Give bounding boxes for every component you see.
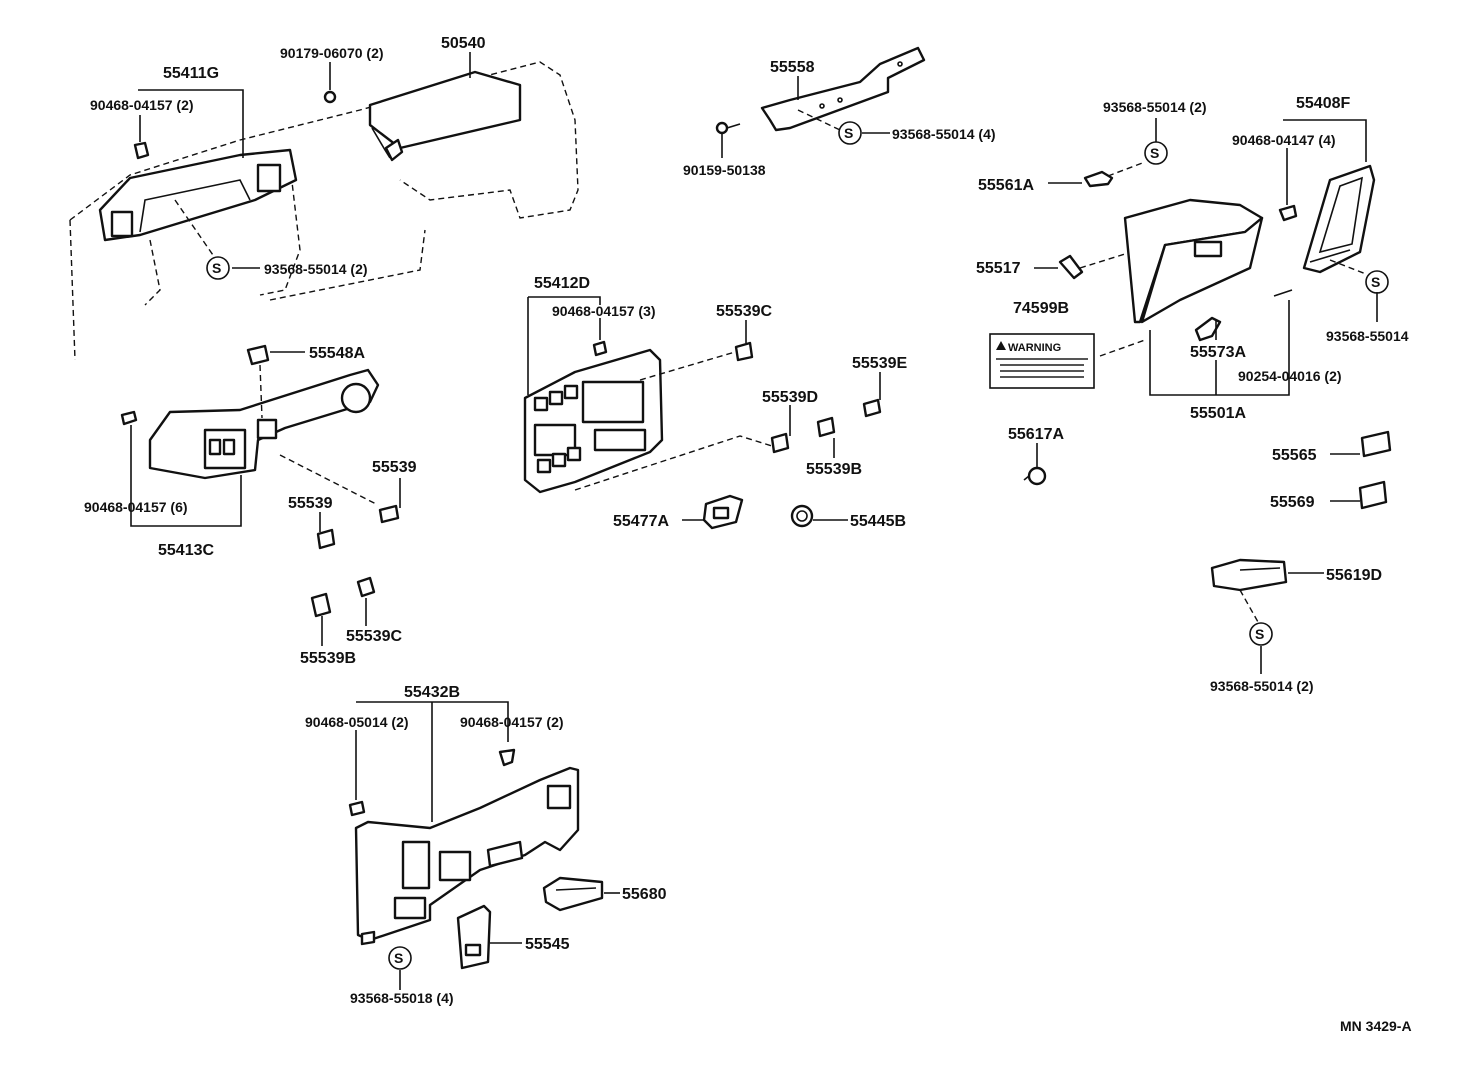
label-55477A: 55477A bbox=[613, 513, 669, 530]
cluster-finish-panel bbox=[98, 148, 298, 242]
label-93568-55014-2c: 93568-55014 (2) bbox=[1210, 678, 1314, 694]
label-90159-50138: 90159-50138 bbox=[683, 162, 766, 178]
lock-striker-icon bbox=[1058, 254, 1084, 280]
label-55539B-mid: 55539B bbox=[806, 461, 862, 478]
clip-icon bbox=[360, 930, 376, 946]
instrument-panel-outline bbox=[69, 61, 579, 361]
label-55539b: 55539 bbox=[288, 495, 333, 512]
warning-label-sticker: WARNING bbox=[989, 333, 1095, 389]
svg-text:S: S bbox=[1150, 145, 1159, 161]
label-55408F: 55408F bbox=[1296, 95, 1350, 112]
label-55432B: 55432B bbox=[404, 684, 460, 701]
label-74599B: 74599B bbox=[1013, 300, 1069, 317]
label-55517: 55517 bbox=[976, 260, 1021, 277]
label-55412D: 55412D bbox=[534, 275, 590, 292]
glove-box-lock-assembly bbox=[1302, 164, 1376, 274]
label-93568-55014: 93568-55014 bbox=[1326, 328, 1409, 344]
clip-icon bbox=[592, 340, 608, 357]
label-55539E: 55539E bbox=[852, 355, 907, 372]
screw-icon: S bbox=[1365, 270, 1389, 294]
pin-icon bbox=[1273, 289, 1293, 297]
switch-cap-icon bbox=[378, 504, 400, 524]
clip-icon bbox=[120, 410, 138, 426]
switch-cap-icon bbox=[770, 432, 790, 454]
label-93568-55014-4: 93568-55014 (4) bbox=[892, 126, 996, 142]
hinge-icon bbox=[1083, 170, 1114, 188]
switch-icon bbox=[1358, 480, 1388, 510]
label-55539a: 55539 bbox=[372, 459, 417, 476]
bolt-icon bbox=[715, 121, 741, 135]
label-50540: 50540 bbox=[441, 35, 486, 52]
clip-icon bbox=[1278, 204, 1298, 222]
cigarette-lighter-icon bbox=[790, 504, 814, 528]
switch-cap-icon bbox=[246, 344, 270, 366]
label-90179-06070: 90179-06070 (2) bbox=[280, 45, 384, 61]
label-90468-05014: 90468-05014 (2) bbox=[305, 714, 409, 730]
diagram-id: MN 3429-A bbox=[1340, 1018, 1412, 1034]
svg-text:S: S bbox=[212, 260, 221, 276]
glove-compartment-door bbox=[1123, 198, 1264, 324]
ash-receptacle-icon bbox=[542, 876, 604, 912]
switch-cap-icon bbox=[816, 416, 836, 438]
cap-icon bbox=[1023, 466, 1047, 486]
clip-icon bbox=[498, 748, 516, 767]
label-93568-55014-2b: 93568-55014 (2) bbox=[1103, 99, 1207, 115]
screw-icon: S bbox=[388, 946, 412, 970]
label-93568-55014-2a: 93568-55014 (2) bbox=[264, 261, 368, 277]
label-55501A: 55501A bbox=[1190, 405, 1246, 422]
label-55413C: 55413C bbox=[158, 542, 214, 559]
label-55573A: 55573A bbox=[1190, 344, 1246, 361]
switch-cover-icon bbox=[1360, 430, 1392, 458]
label-90468-04147: 90468-04147 (4) bbox=[1232, 132, 1336, 148]
switch-cap-icon bbox=[356, 576, 376, 598]
label-93568-55018: 93568-55018 (4) bbox=[350, 990, 454, 1006]
switch-cap-icon bbox=[734, 341, 754, 362]
glove-compartment-door-upper bbox=[368, 70, 522, 162]
label-55539B-left: 55539B bbox=[300, 650, 356, 667]
switch-cap-icon bbox=[316, 528, 336, 550]
screw-icon: S bbox=[1249, 622, 1273, 646]
label-55548A: 55548A bbox=[309, 345, 365, 362]
cover-plate-icon bbox=[456, 904, 492, 970]
label-55558: 55558 bbox=[770, 59, 815, 76]
bracket-55558 bbox=[760, 46, 926, 132]
clip-icon bbox=[323, 90, 337, 104]
label-55565: 55565 bbox=[1272, 447, 1317, 464]
screw-icon: S bbox=[206, 256, 230, 280]
center-cluster-panel bbox=[523, 348, 664, 494]
label-55617A: 55617A bbox=[1008, 426, 1064, 443]
switch-knob-icon bbox=[702, 494, 744, 530]
svg-text:S: S bbox=[394, 950, 403, 966]
svg-text:S: S bbox=[844, 125, 853, 141]
label-90468-04157-3: 90468-04157 (3) bbox=[552, 303, 656, 319]
cluster-lower-panel bbox=[148, 368, 380, 480]
clip-icon bbox=[348, 800, 366, 817]
warning-title: WARNING bbox=[1008, 342, 1061, 354]
screw-icon: S bbox=[838, 121, 862, 145]
label-90468-04157-6: 90468-04157 (6) bbox=[84, 499, 188, 515]
label-55545: 55545 bbox=[525, 936, 570, 953]
label-90468-04157-2b: 90468-04157 (2) bbox=[460, 714, 564, 730]
label-90468-04157-2a: 90468-04157 (2) bbox=[90, 97, 194, 113]
label-90254-04016: 90254-04016 (2) bbox=[1238, 368, 1342, 384]
label-55445B: 55445B bbox=[850, 513, 906, 530]
label-55411G: 55411G bbox=[163, 65, 219, 82]
lower-finish-panel bbox=[354, 766, 580, 942]
switch-cap-icon bbox=[862, 398, 882, 418]
label-55619D: 55619D bbox=[1326, 567, 1382, 584]
screw-icon: S bbox=[1144, 141, 1168, 165]
svg-text:S: S bbox=[1255, 626, 1264, 642]
switch-cap-icon bbox=[310, 592, 332, 618]
svg-text:S: S bbox=[1371, 274, 1380, 290]
label-55539C-left: 55539C bbox=[346, 628, 402, 645]
label-55569: 55569 bbox=[1270, 494, 1315, 511]
label-55680: 55680 bbox=[622, 886, 667, 903]
label-55539C-mid: 55539C bbox=[716, 303, 772, 320]
ash-tray-icon bbox=[1210, 558, 1288, 592]
clip-icon bbox=[133, 141, 150, 160]
label-55561A: 55561A bbox=[978, 177, 1034, 194]
label-55539D: 55539D bbox=[762, 389, 818, 406]
